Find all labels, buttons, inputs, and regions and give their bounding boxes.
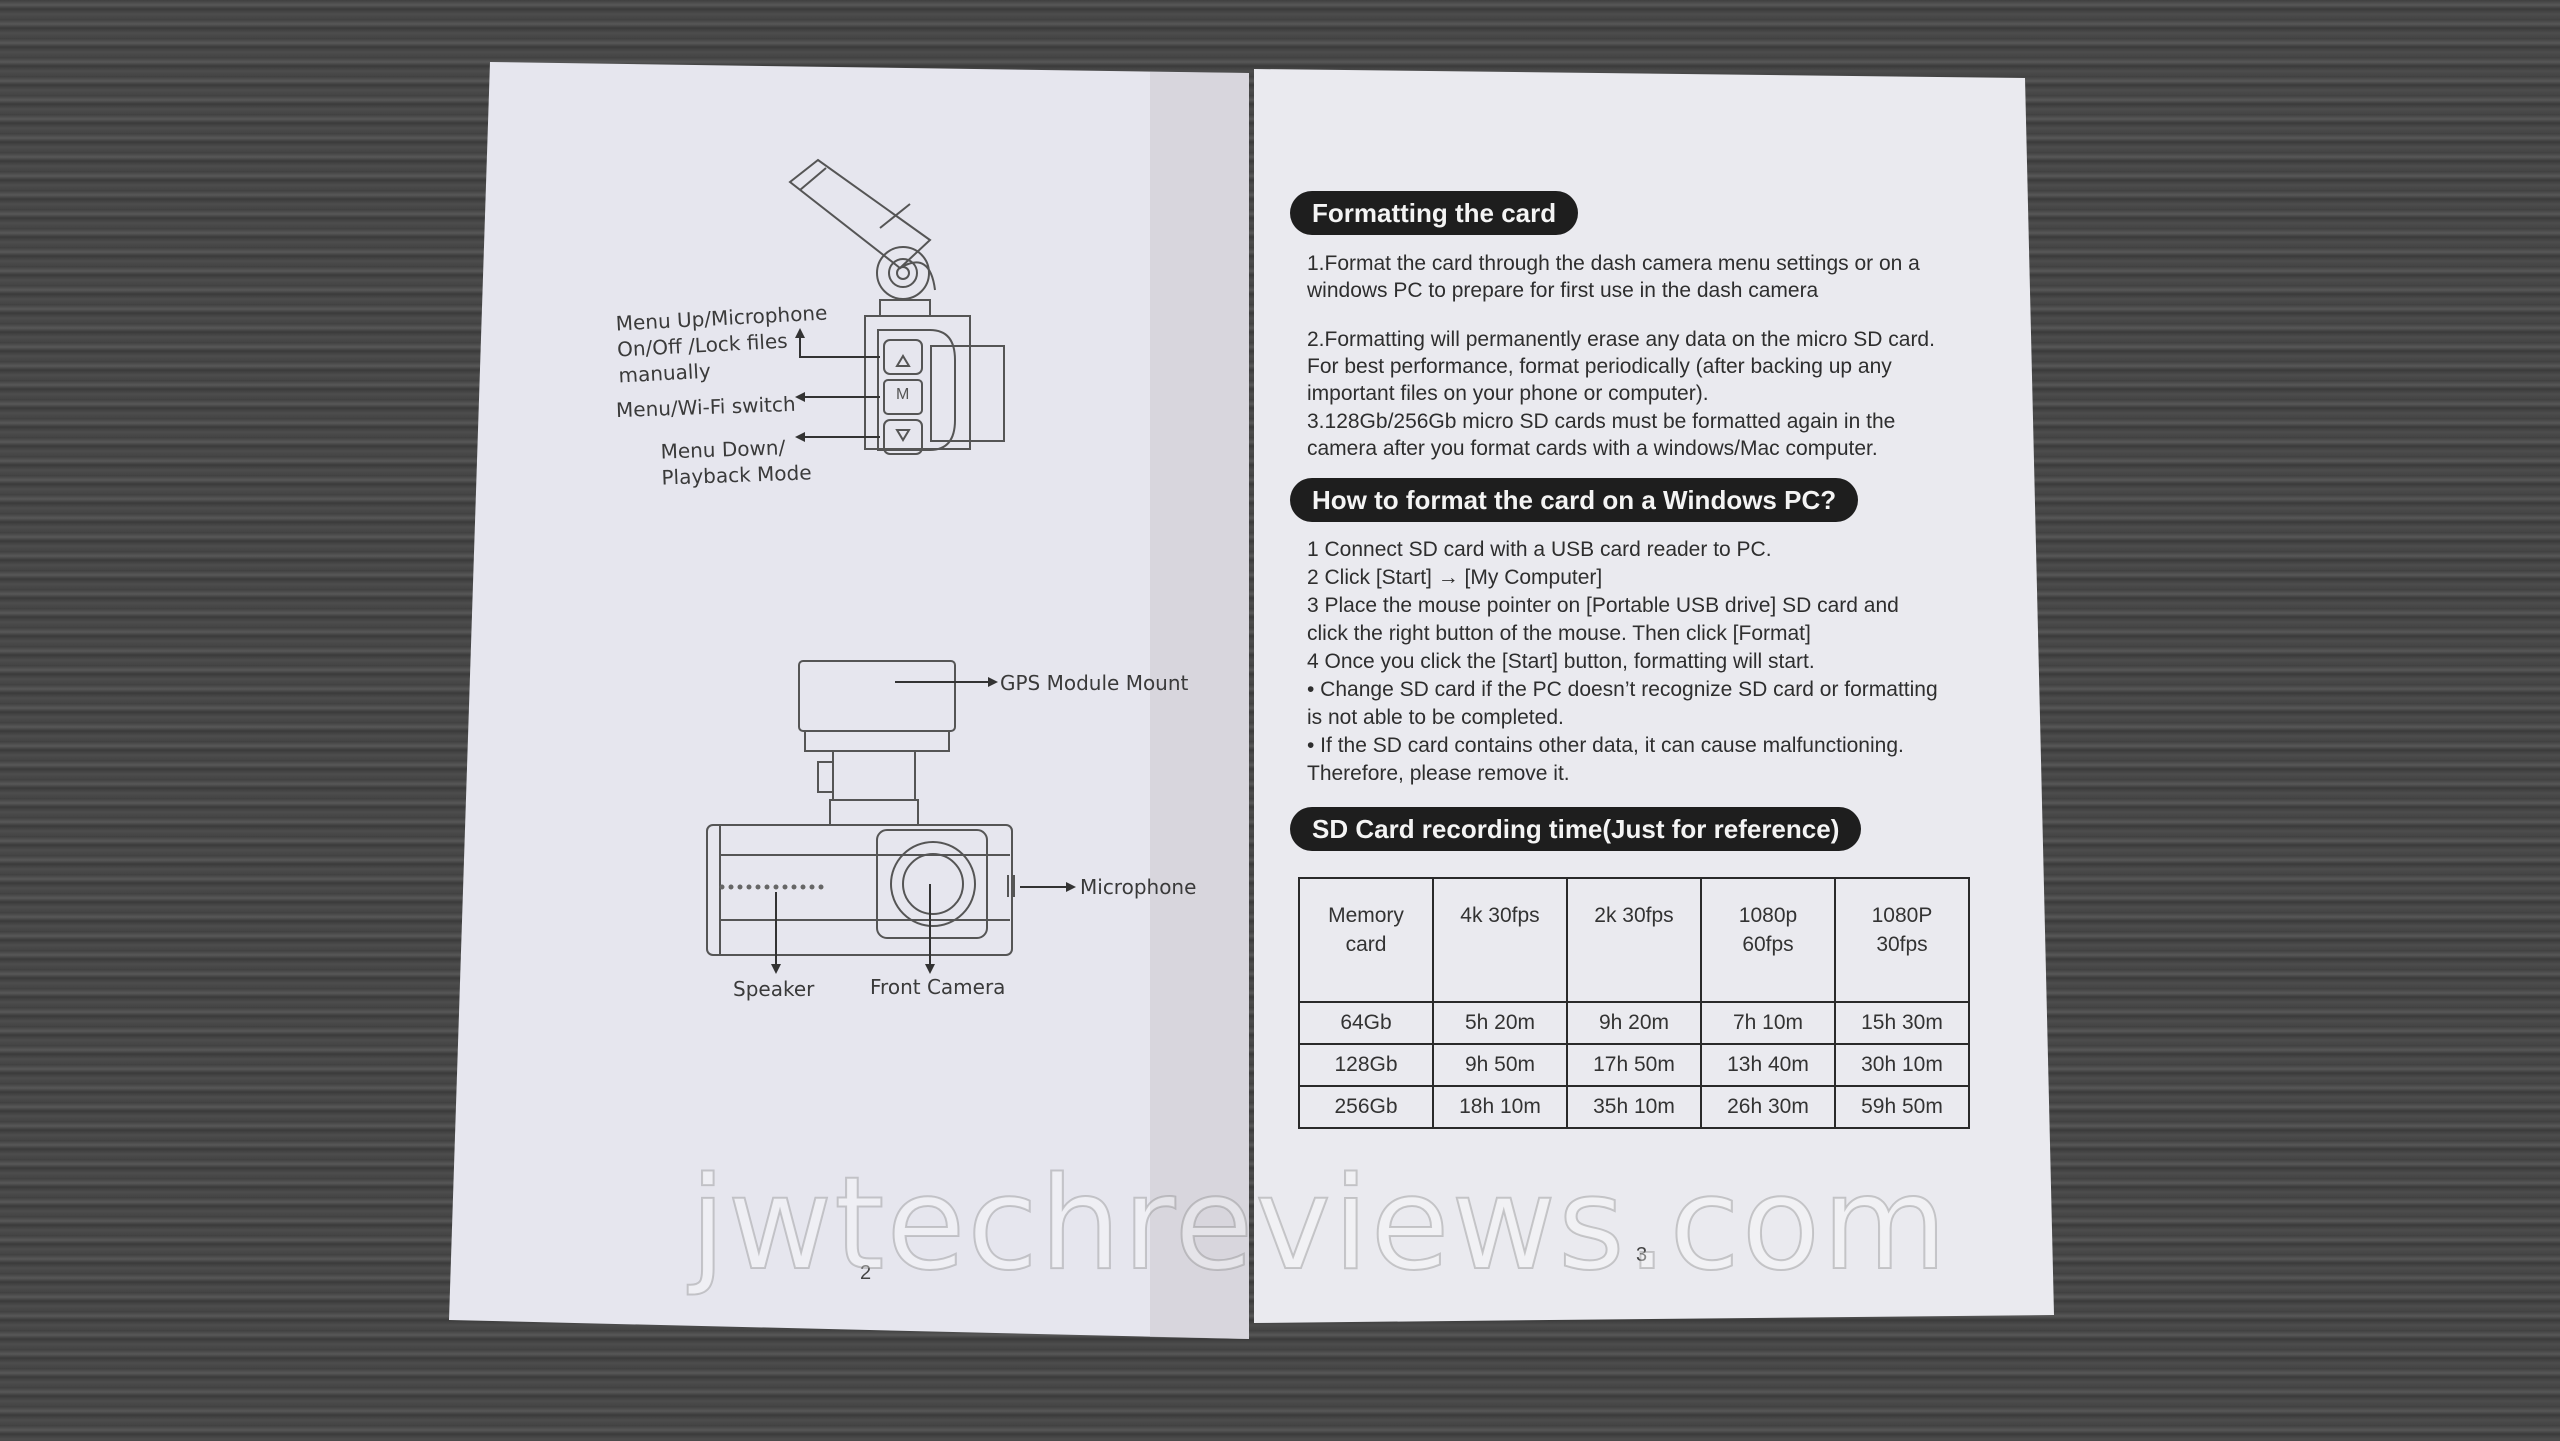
- table-cell: 26h 30m: [1700, 1085, 1836, 1129]
- text-line: 3.128Gb/256Gb micro SD cards must be for…: [1307, 410, 1896, 433]
- arrow-heads: [771, 328, 1076, 974]
- gps-mount-label: GPS Module Mount: [1000, 671, 1189, 695]
- watermark: jwtechreviews.com: [689, 1149, 1949, 1300]
- step-line: 1 Connect SD card with a USB card reader…: [1307, 538, 1772, 561]
- menu-up-label: Menu Up/Microphone On/Off /Lock files ma…: [615, 300, 831, 389]
- left-page-shadow: [1150, 72, 1249, 1339]
- table-cell: 35h 10m: [1566, 1085, 1702, 1129]
- table-cell: 9h 50m: [1432, 1043, 1568, 1087]
- table-row: 64Gb 5h 20m 9h 20m 7h 10m 15h 30m: [1298, 1001, 1970, 1045]
- text-line: camera after you format cards with a win…: [1307, 437, 1878, 460]
- step-line: Therefore, please remove it.: [1307, 762, 1570, 785]
- page-number-left: 2: [860, 1262, 872, 1284]
- text-line: 2.Formatting will permanently erase any …: [1307, 328, 1935, 351]
- formatting-paragraph-1: 1.Format the card through the dash camer…: [1307, 250, 1920, 304]
- dashcam-front-illustration: [706, 660, 1070, 968]
- microphone-label: Microphone: [1080, 875, 1197, 899]
- section-title-windows: How to format the card on a Windows PC?: [1290, 478, 1859, 522]
- text-line: important files on your phone or compute…: [1307, 382, 1709, 405]
- formatting-paragraph-3: 3.128Gb/256Gb micro SD cards must be for…: [1307, 408, 1895, 462]
- step-line: • If the SD card contains other data, it…: [1307, 734, 1904, 757]
- section-title-recording: SD Card recording time(Just for referenc…: [1290, 807, 1862, 851]
- button-m-label: M: [896, 386, 910, 403]
- table-cell: 128Gb: [1298, 1043, 1434, 1087]
- text-line: For best performance, format periodicall…: [1307, 355, 1892, 378]
- table-row: 256Gb 18h 10m 35h 10m 26h 30m 59h 50m: [1298, 1085, 1970, 1129]
- text-line: 1.Format the card through the dash camer…: [1307, 252, 1920, 275]
- section-title-formatting: Formatting the card: [1290, 191, 1579, 235]
- table-cell: 15h 30m: [1834, 1001, 1970, 1045]
- table-cell: 30h 10m: [1834, 1043, 1970, 1087]
- table-cell: 9h 20m: [1566, 1001, 1702, 1045]
- table-cell: 64Gb: [1298, 1001, 1434, 1045]
- left-page: [449, 62, 1249, 1339]
- text-line: windows PC to prepare for first use in t…: [1307, 279, 1819, 302]
- step-line: 2 Click [Start] → [My Computer]: [1307, 566, 1603, 589]
- step-line: 3 Place the mouse pointer on [Portable U…: [1307, 594, 1899, 617]
- table-cell: 13h 40m: [1700, 1043, 1836, 1087]
- table-cell: 59h 50m: [1834, 1085, 1970, 1129]
- table-cell: 17h 50m: [1566, 1043, 1702, 1087]
- header-cell: 4k 30fps: [1432, 877, 1568, 1003]
- table-row: 128Gb 9h 50m 17h 50m 13h 40m 30h 10m: [1298, 1043, 1970, 1087]
- page-number-right: 3: [1636, 1244, 1648, 1266]
- speaker-grille: [719, 884, 824, 890]
- step-line: click the right button of the mouse. The…: [1307, 622, 1811, 645]
- dashcam-side-illustration: [788, 158, 1005, 455]
- step-line: is not able to be completed.: [1307, 706, 1564, 729]
- table-cell: 256Gb: [1298, 1085, 1434, 1129]
- table-cell: 5h 20m: [1432, 1001, 1568, 1045]
- menu-down-label: Menu Down/ Playback Mode: [660, 433, 812, 490]
- label-line: Playback Mode: [661, 460, 812, 490]
- windows-steps: 1 Connect SD card with a USB card reader…: [1307, 536, 1938, 788]
- formatting-paragraph-2: 2.Formatting will permanently erase any …: [1307, 326, 1935, 407]
- table-cell: 18h 10m: [1432, 1085, 1568, 1129]
- table-cell: 7h 10m: [1700, 1001, 1836, 1045]
- step-line: 4 Once you click the [Start] button, for…: [1307, 650, 1815, 673]
- front-camera-label: Front Camera: [870, 975, 1006, 999]
- step-line: • Change SD card if the PC doesn’t recog…: [1307, 678, 1938, 701]
- header-cell: 2k 30fps: [1566, 877, 1702, 1003]
- speaker-label: Speaker: [733, 977, 815, 1001]
